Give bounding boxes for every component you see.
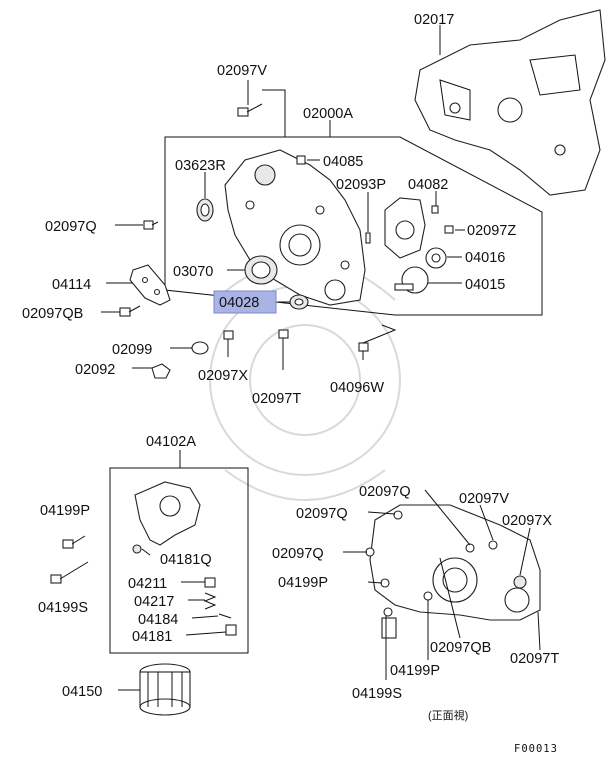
part-labels: 02017 02097V 02000A 03623R 04085 02093P …: [22, 12, 559, 755]
bracket-bolts-drawing: [50, 535, 89, 584]
label-04028[interactable]: 04028: [219, 295, 259, 311]
label-04199P-right-1[interactable]: 04199P: [278, 575, 328, 591]
oil-pump-case-drawing: [224, 149, 366, 306]
gasket-plate-drawing: [129, 264, 171, 306]
highlight-04028: [213, 290, 277, 314]
oil-seals-drawing: [196, 198, 309, 310]
label-02017[interactable]: 02017: [414, 12, 454, 28]
label-02097Q-right-1[interactable]: 02097Q: [359, 484, 411, 500]
label-04085[interactable]: 04085: [323, 154, 363, 170]
pump-cover-plate-drawing: [384, 197, 426, 259]
figure-code: F00013: [514, 743, 558, 755]
label-02097QB-right[interactable]: 02097QB: [430, 640, 491, 656]
label-04184[interactable]: 04184: [138, 612, 178, 628]
oil-pump-gears-drawing: [394, 247, 447, 294]
label-04015[interactable]: 04015: [465, 277, 505, 293]
oil-filter-bracket-box: [109, 467, 249, 654]
label-02097X-right[interactable]: 02097X: [502, 513, 552, 529]
front-view-note: (正面視): [428, 708, 468, 722]
label-02000A[interactable]: 02000A: [303, 106, 353, 122]
label-02097Z[interactable]: 02097Z: [467, 223, 516, 239]
label-04114[interactable]: 04114: [52, 277, 91, 293]
label-04199S-left[interactable]: 04199S: [38, 600, 88, 616]
label-02097Q-left[interactable]: 02097Q: [45, 219, 97, 235]
label-04211[interactable]: 04211: [128, 576, 167, 592]
label-04217[interactable]: 04217: [134, 594, 174, 610]
label-04102A[interactable]: 04102A: [146, 434, 196, 450]
label-02097X-mid[interactable]: 02097X: [198, 368, 248, 384]
label-02097T-right[interactable]: 02097T: [510, 651, 559, 667]
engine-block-drawing: [414, 9, 606, 196]
label-04199S-right[interactable]: 04199S: [352, 686, 402, 702]
label-04181Q[interactable]: 04181Q: [160, 552, 212, 568]
label-02097V-right[interactable]: 02097V: [459, 491, 509, 507]
bolts-drawing: [119, 103, 454, 370]
label-04150[interactable]: 04150: [62, 684, 102, 700]
oil-filter-bracket-drawing: [132, 481, 237, 636]
front-case-assembly-drawing: [365, 504, 541, 639]
label-04096W[interactable]: 04096W: [330, 380, 384, 396]
label-02097Q-right-3[interactable]: 02097Q: [272, 546, 324, 562]
label-04181[interactable]: 04181: [132, 629, 172, 645]
label-04199P-right-2[interactable]: 04199P: [390, 663, 440, 679]
o-rings-drawing: [151, 341, 209, 379]
label-04199P-left[interactable]: 04199P: [40, 503, 90, 519]
label-02099[interactable]: 02099: [112, 342, 152, 358]
label-03623R[interactable]: 03623R: [175, 158, 226, 174]
label-02097QB-left[interactable]: 02097QB: [22, 306, 83, 322]
oil-filter-drawing: [139, 663, 191, 716]
label-02093P[interactable]: 02093P: [336, 177, 386, 193]
label-02092[interactable]: 02092: [75, 362, 115, 378]
label-03070[interactable]: 03070: [173, 264, 213, 280]
leader-lines: [101, 25, 541, 691]
label-02097V-top[interactable]: 02097V: [217, 63, 267, 79]
label-02097T-mid[interactable]: 02097T: [252, 391, 301, 407]
label-02097Q-right-2[interactable]: 02097Q: [296, 506, 348, 522]
label-04016[interactable]: 04016: [465, 250, 505, 266]
label-04082[interactable]: 04082: [408, 177, 448, 193]
